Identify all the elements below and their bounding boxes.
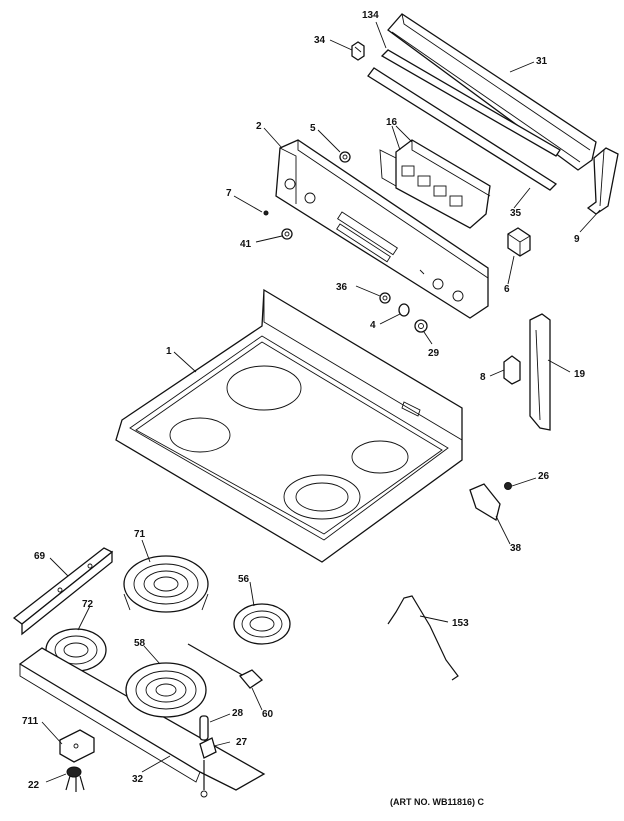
callout-58: 58 [134,638,146,649]
part-19-side-bracket [529,313,551,431]
callout-27: 27 [236,737,248,748]
part-22-connector [65,766,85,792]
callout-labels: 134 34 31 2 5 16 7 35 9 41 6 36 4 29 1 8… [22,10,586,791]
callout-1: 1 [166,346,172,357]
callout-5: 5 [310,123,316,134]
part-26-screw [504,482,512,490]
callout-153: 153 [452,618,469,629]
part-34-clip [351,41,365,61]
callout-134: 134 [362,10,379,21]
callout-711: 711 [22,716,39,727]
leader-lines [41,21,601,783]
callout-4: 4 [370,320,376,331]
callout-38: 38 [510,543,522,554]
part-28-terminal [199,715,209,741]
part-6-switch [507,227,531,257]
callout-56: 56 [238,574,250,585]
part-36-part [379,292,391,304]
callout-22: 22 [28,780,40,791]
part-8-clip [503,355,521,385]
callout-28: 28 [232,708,244,719]
part-4-part [398,303,410,317]
callout-2: 2 [256,121,262,132]
callout-7: 7 [226,188,232,199]
part-5-knob [339,151,351,163]
callout-31: 31 [536,56,548,67]
callout-69: 69 [34,551,46,562]
art-number-caption: (ART NO. WB11816) C [390,797,485,807]
part-71-surface-unit [123,555,209,613]
part-58-surface-unit [125,662,207,718]
part-153-wire [387,595,459,681]
part-29-part [414,319,428,333]
callout-41: 41 [240,239,252,250]
callout-6: 6 [504,284,510,295]
part-69-rail [12,547,114,636]
part-1-cooktop [115,288,463,563]
callout-26: 26 [538,471,550,482]
part-16-clock-timer [379,139,491,229]
callout-29: 29 [428,348,440,359]
callout-8: 8 [480,372,486,383]
callout-60: 60 [262,709,274,720]
part-9-end-bracket [586,147,619,215]
part-35-gasket [367,67,558,191]
part-7-screw [263,210,269,216]
part-56-surface-unit [233,603,291,645]
callout-19: 19 [574,369,586,380]
part-38-bracket [469,483,501,522]
part-134-gasket [380,49,561,157]
callout-72: 72 [82,599,94,610]
callout-32: 32 [132,774,144,785]
part-711-bracket [59,729,95,763]
callout-9: 9 [574,234,580,245]
callout-71: 71 [134,529,146,540]
callout-16: 16 [386,117,398,128]
callout-35: 35 [510,208,522,219]
part-2-control-panel [275,139,489,319]
part-27-clip [199,737,217,798]
part-60-receptacle [187,643,264,689]
callout-34: 34 [314,35,326,46]
callout-36: 36 [336,282,348,293]
part-41-knob [281,228,293,240]
